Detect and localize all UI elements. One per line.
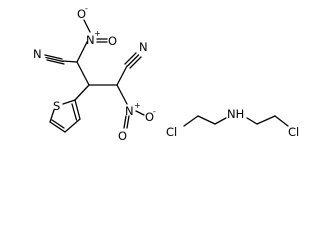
bond-c1-to-c2-left bbox=[197, 115, 216, 125]
bond-c2-left-to-n bbox=[214, 117, 227, 125]
bond-c1-to-cl-right bbox=[274, 115, 289, 127]
bond-n-to-o-lower-double-b bbox=[126, 115, 130, 129]
atom-s-thiophene: S bbox=[53, 99, 60, 113]
atom-n-nitro-lower: N bbox=[125, 104, 134, 118]
charge-plus-nitro-lower: + bbox=[134, 101, 141, 110]
atom-o-nitro-upper-double: O bbox=[108, 34, 117, 48]
atom-o-nitro-upper: O bbox=[77, 7, 86, 21]
bond-triple-upper-nitrile-a bbox=[44, 54, 63, 60]
bond-triple-right-nitrile-a bbox=[124, 52, 137, 65]
bond-c-nitrile-to-chain-upper bbox=[62, 60, 78, 63]
atom-cl-left: Cl bbox=[166, 125, 177, 139]
bond-n-to-o-upper-top bbox=[83, 19, 91, 33]
atom-o-nitro-lower: O bbox=[145, 110, 154, 124]
atom-n-nitrile-right: N bbox=[139, 40, 148, 54]
charge-minus-nitro-lower: - bbox=[153, 107, 156, 116]
molecule-dinitro-thiophene: N N O O N N O O S + - + - bbox=[33, 4, 156, 143]
bond-upper-c-to-central-c bbox=[76, 61, 90, 86]
bond-thiophene-c4-c5-double bbox=[51, 119, 65, 129]
bond-thiophene-c2-c3 bbox=[74, 99, 81, 120]
bond-triple-upper-nitrile-b bbox=[45, 56, 64, 63]
bond-thiophene-c3-c4 bbox=[64, 118, 81, 133]
atom-o-nitro-lower-double: O bbox=[118, 129, 127, 143]
bond-cl-left-to-c1 bbox=[183, 115, 199, 127]
chemical-structure-diagram: N N O O N N O O S + - + - Cl NH Cl bbox=[33, 4, 299, 143]
atom-n-nitro-upper: N bbox=[86, 33, 95, 47]
atom-n-nitrile-upper: N bbox=[33, 47, 42, 61]
charge-minus-nitro-upper: - bbox=[85, 4, 88, 13]
bond-n-to-o-lower-double-a bbox=[123, 115, 127, 129]
bond-thiophene-c5-s bbox=[49, 109, 55, 123]
bond-c-to-nitro-upper bbox=[76, 41, 88, 63]
atom-nh-amine: NH bbox=[227, 107, 244, 121]
bond-triple-upper-nitrile-c bbox=[46, 59, 65, 65]
bond-triple-right-nitrile-c bbox=[129, 56, 142, 69]
atom-cl-right: Cl bbox=[288, 125, 299, 139]
bond-c2-right-to-c1 bbox=[256, 115, 276, 125]
bond-n-to-o-lower-right bbox=[135, 110, 145, 116]
bond-c-to-nitro-lower bbox=[116, 84, 128, 105]
molecule-bis-chloroethyl-amine: Cl NH Cl bbox=[166, 107, 299, 139]
bond-lower-c-to-nitrile-c bbox=[116, 65, 128, 86]
bond-triple-right-nitrile-b bbox=[126, 54, 140, 67]
bond-thiophene-c4-c5 bbox=[49, 121, 66, 133]
bond-n-to-c2-right bbox=[246, 117, 258, 125]
bond-thiophene-s-c2 bbox=[62, 99, 76, 105]
charge-plus-nitro-upper: + bbox=[94, 29, 101, 38]
bond-thiophene-c2-c3-double bbox=[71, 103, 78, 121]
bond-central-c-to-thiophene bbox=[74, 84, 90, 101]
